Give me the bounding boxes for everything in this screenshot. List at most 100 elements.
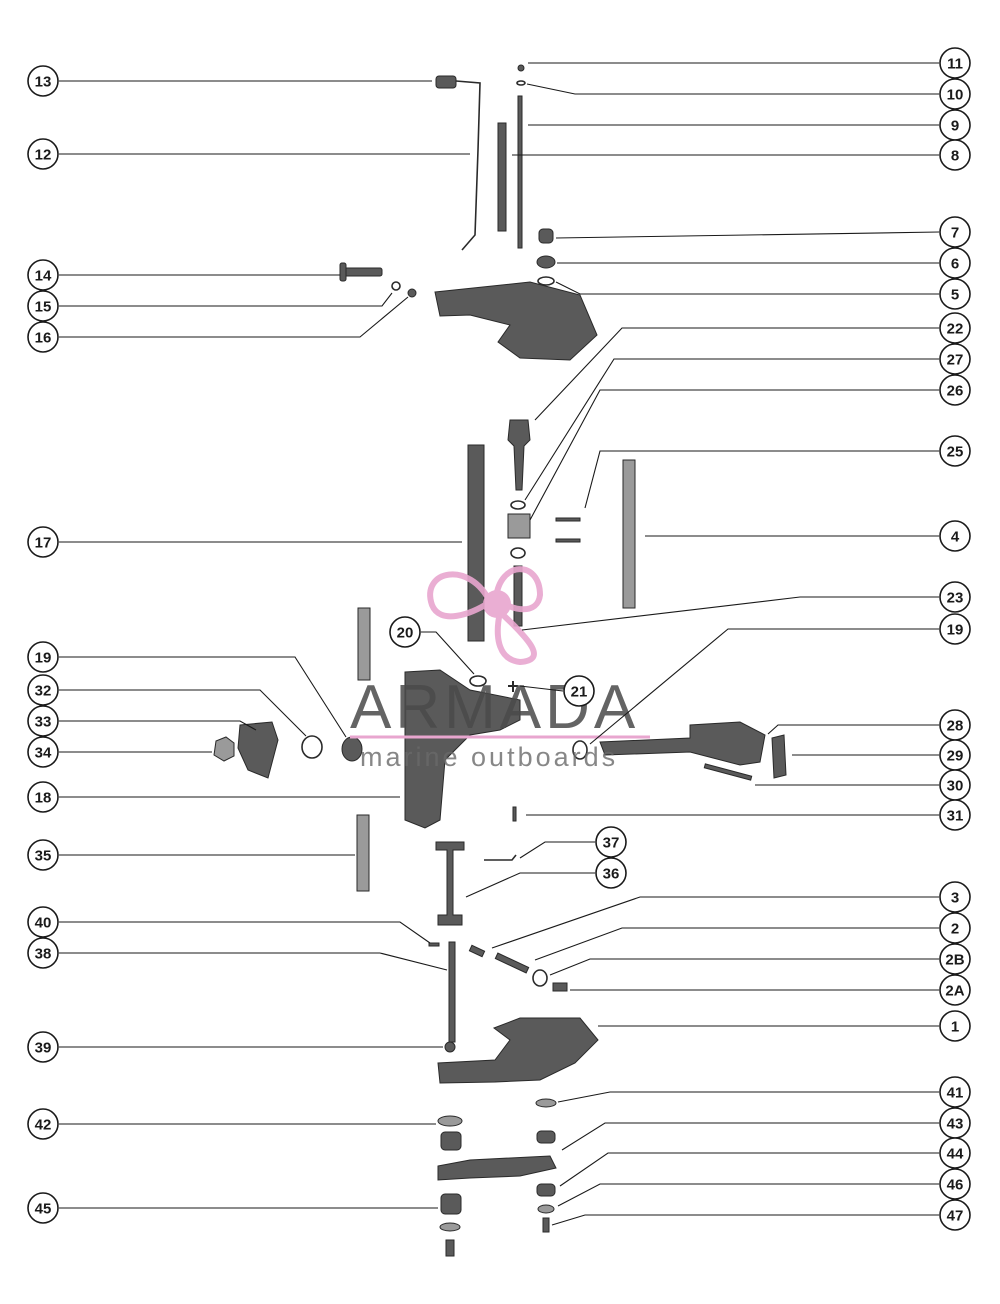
callout-number: 46 xyxy=(947,1177,964,1194)
callout-2b: 2B xyxy=(939,943,971,975)
callout-circle xyxy=(27,526,59,558)
callout-circle xyxy=(595,857,627,889)
watermark-brand: ARMADA xyxy=(350,673,639,742)
part-38-rod xyxy=(448,941,456,1043)
part-18-bracket xyxy=(404,669,521,829)
callout-circle xyxy=(939,581,971,613)
part-19b-bushing xyxy=(572,740,588,760)
callout-circle xyxy=(939,613,971,645)
callout-26: 26 xyxy=(939,374,971,406)
leader-line-32 xyxy=(59,689,307,737)
callout-number: 15 xyxy=(35,299,52,316)
callout-27: 27 xyxy=(939,343,971,375)
callout-number: 26 xyxy=(947,383,964,400)
callout-circle xyxy=(939,47,971,79)
callout-number: 18 xyxy=(35,790,52,807)
callout-number: 5 xyxy=(951,287,959,304)
callout-number: 44 xyxy=(947,1146,964,1163)
leader-line-25 xyxy=(584,450,939,509)
callout-11: 11 xyxy=(939,47,971,79)
part-3-pin xyxy=(468,944,486,958)
part-2a-screw xyxy=(552,982,568,992)
callout-12: 12 xyxy=(27,138,59,170)
part-35-pin xyxy=(356,814,370,892)
callout-15: 15 xyxy=(27,290,59,322)
callout-number: 16 xyxy=(35,330,52,347)
part-14-bolt xyxy=(341,267,383,277)
callout-circle xyxy=(939,974,971,1006)
part-27-washer xyxy=(510,500,526,510)
callout-14: 14 xyxy=(27,259,59,291)
callout-number: 19 xyxy=(947,622,964,639)
part-8-shaft xyxy=(517,95,523,249)
callout-circle xyxy=(939,374,971,406)
part-36-screw xyxy=(435,841,465,926)
part-42-washer xyxy=(437,1115,463,1127)
part-27b-washer xyxy=(510,547,526,559)
callout-number: 42 xyxy=(35,1117,52,1134)
part-39-nut xyxy=(444,1041,456,1053)
callout-3: 3 xyxy=(939,881,971,913)
leader-line-40 xyxy=(59,921,431,944)
callout-circle xyxy=(939,943,971,975)
callout-number: 34 xyxy=(35,745,52,762)
callout-number: 40 xyxy=(35,915,52,932)
callout-7: 7 xyxy=(939,216,971,248)
callout-circle xyxy=(939,1010,971,1042)
propeller-logo xyxy=(427,566,544,666)
callout-21: 21 xyxy=(563,675,595,707)
callout-number: 39 xyxy=(35,1040,52,1057)
callout-circle xyxy=(939,520,971,552)
callout-45: 45 xyxy=(27,1192,59,1224)
callout-10: 10 xyxy=(939,78,971,110)
callout-32: 32 xyxy=(27,674,59,706)
part-6 xyxy=(536,255,556,269)
part-7 xyxy=(538,228,554,244)
callout-number: 4 xyxy=(951,529,960,546)
callout-18: 18 xyxy=(27,781,59,813)
part-45-washer xyxy=(439,1222,461,1232)
callout-number: 12 xyxy=(35,147,52,164)
leader-line-26 xyxy=(529,389,939,521)
part-40-pin xyxy=(428,942,440,947)
callout-42: 42 xyxy=(27,1108,59,1140)
callout-number: 33 xyxy=(35,714,52,731)
callout-circle xyxy=(939,278,971,310)
callout-43: 43 xyxy=(939,1107,971,1139)
leader-line-22 xyxy=(534,327,939,421)
callout-number: 27 xyxy=(947,352,964,369)
leader-line-36 xyxy=(465,872,595,898)
callout-number: 31 xyxy=(947,808,964,825)
callout-number: 43 xyxy=(947,1116,964,1133)
leader-line-20 xyxy=(421,631,475,675)
callout-number: 32 xyxy=(35,683,52,700)
callout-number: 25 xyxy=(947,444,964,461)
callout-5: 5 xyxy=(939,278,971,310)
callout-circle xyxy=(939,343,971,375)
part-10-washer xyxy=(516,80,526,86)
callout-number: 21 xyxy=(571,684,588,701)
callout-28: 28 xyxy=(939,709,971,741)
callout-circle xyxy=(27,259,59,291)
leader-line-46 xyxy=(557,1183,939,1207)
part-26-block xyxy=(507,513,531,539)
callout-circle xyxy=(27,736,59,768)
part-30-pin xyxy=(703,763,753,781)
watermark-tagline: marine outboards xyxy=(360,742,618,772)
part-2-bolt xyxy=(494,952,530,974)
part-29-clip xyxy=(771,734,787,779)
callout-number: 14 xyxy=(35,268,52,285)
callout-30: 30 xyxy=(939,769,971,801)
leader-line-21 xyxy=(519,685,564,692)
part-45-bushing xyxy=(440,1193,462,1215)
callout-46: 46 xyxy=(939,1168,971,1200)
callout-number: 10 xyxy=(947,87,964,104)
callout-circle xyxy=(939,1168,971,1200)
callout-circle xyxy=(939,139,971,171)
callout-circle xyxy=(939,247,971,279)
callout-6: 6 xyxy=(939,247,971,279)
callout-number: 47 xyxy=(947,1208,964,1225)
callout-number: 17 xyxy=(35,535,52,552)
callout-circle xyxy=(939,216,971,248)
callout-number: 30 xyxy=(947,778,964,795)
